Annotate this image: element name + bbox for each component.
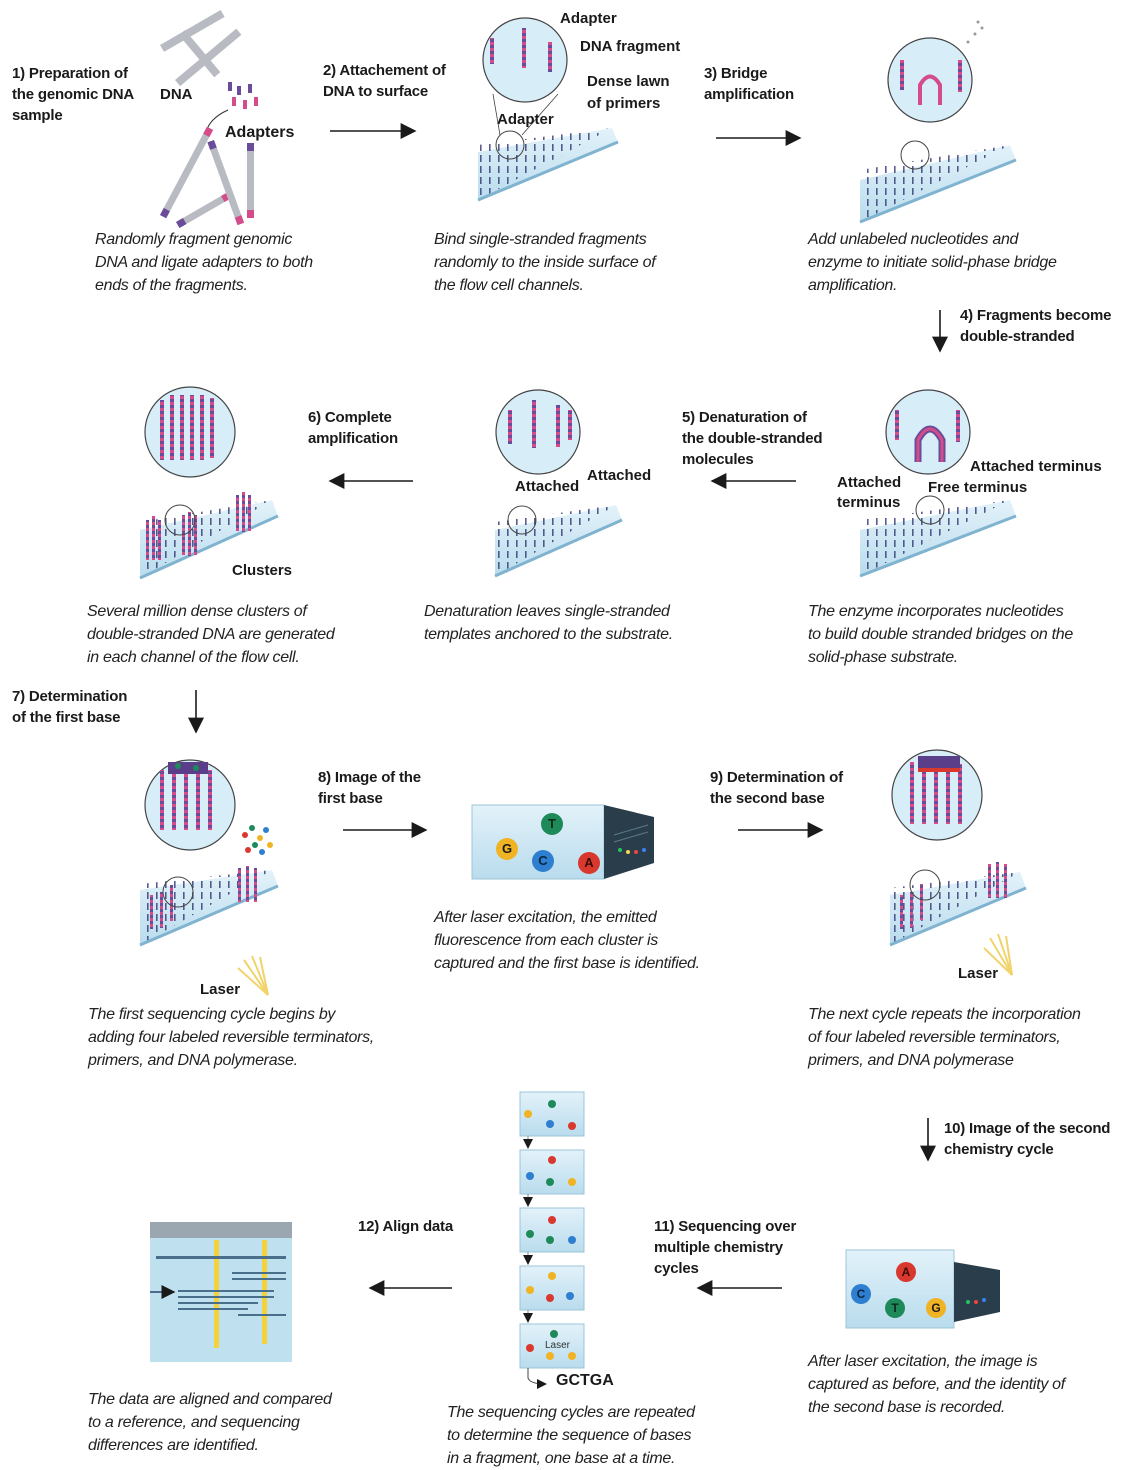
step10-caption: After laser excitation, the image is cap… (808, 1353, 1065, 1416)
base-a-disc-2: A (896, 1262, 916, 1282)
dense-lawn-annotation: Dense lawn of primers (587, 73, 670, 112)
step11-label: 11) Sequencing over multiple chemistry c… (654, 1218, 797, 1277)
laser-annotation-1: Laser (200, 981, 241, 998)
free-terminus-annotation: Free terminus (928, 479, 1028, 496)
step7-caption: The first sequencing cycle begins by add… (88, 1006, 374, 1069)
step8-label: 8) Image of the first base (318, 769, 421, 807)
dna-fragment-annotation: DNA fragment (580, 38, 681, 55)
step7-flowcell (139, 759, 279, 996)
step2-caption: Bind single-stranded fragments randomly … (434, 231, 656, 294)
step9-flowcell (889, 749, 1027, 976)
base-t-disc-1: T (541, 813, 563, 835)
step2-label: 2) Attachement of DNA to surface (323, 62, 446, 100)
step9-label: 9) Determination of the second base (710, 769, 843, 807)
step12-alignment-panel (150, 1222, 292, 1362)
step11-caption: The sequencing cycles are repeated to de… (447, 1404, 695, 1467)
adapter-bottom-annotation: Adapter (497, 111, 554, 128)
step5-flowcell (494, 389, 623, 578)
base-t-disc-2: T (885, 1298, 905, 1318)
laser-beam-2 (983, 933, 1013, 976)
step6-label: 6) Complete amplification (308, 409, 398, 447)
step9-caption: The next cycle repeats the incorporation… (808, 1006, 1081, 1069)
step1-label: 1) Preparation of the genomic DNA sample (12, 65, 135, 124)
laser-beam-1 (237, 955, 269, 996)
base-c-disc-2: C (851, 1284, 871, 1304)
step1-caption: Randomly fragment genomic DNA and ligate… (95, 231, 313, 294)
clusters-annotation: Clusters (232, 562, 293, 579)
step12-label: 12) Align data (358, 1218, 453, 1235)
step5-caption: Denaturation leaves single-stranded temp… (424, 603, 673, 643)
laser-annotation-2: Laser (958, 965, 999, 982)
step4-label: 4) Fragments become double-stranded (960, 307, 1112, 345)
step3-flowcell (859, 20, 1017, 224)
base-g-disc-1: G (496, 838, 518, 860)
base-g-disc-2: G (926, 1298, 946, 1318)
attached-terminus-left-annotation: Attached terminus (837, 474, 902, 511)
step8-caption: After laser excitation, the emitted fluo… (434, 909, 700, 972)
adapter-top-annotation: Adapter (560, 10, 617, 27)
dna-annotation: DNA (160, 86, 193, 103)
step4-flowcell (859, 389, 1017, 578)
step4-caption: The enzyme incorporates nucleotides to b… (808, 603, 1073, 666)
step2-flowcell (477, 17, 619, 202)
attached-annotation-1: Attached (515, 478, 580, 495)
base-c-disc-1: C (532, 850, 554, 872)
step3-label: 3) Bridge amplification (704, 65, 794, 103)
sequence-readout: GCTGA (556, 1372, 614, 1389)
step1-dna-fragments (160, 10, 258, 229)
attached-annotation-2: Attached (587, 467, 652, 484)
step11-image-stack (519, 1091, 585, 1389)
laser-small-annotation: Laser (545, 1340, 571, 1351)
flow-arrows (188, 123, 948, 1296)
step6-flowcell (139, 386, 279, 580)
step10-label: 10) Image of the second chemistry cycle (944, 1120, 1111, 1158)
step7-label: 7) Determination of the first base (12, 688, 128, 726)
step6-caption: Several million dense clusters of double… (87, 603, 335, 666)
adapters-annotation: Adapters (225, 124, 295, 141)
step5-label: 5) Denaturation of the double-stranded m… (682, 409, 823, 468)
base-a-disc-1: A (578, 852, 600, 874)
labeled-nucleotides (242, 825, 273, 855)
step3-caption: Add unlabeled nucleotides and enzyme to … (808, 231, 1057, 294)
step12-caption: The data are aligned and compared to a r… (88, 1391, 332, 1454)
attached-terminus-right-annotation: Attached terminus (970, 458, 1102, 475)
